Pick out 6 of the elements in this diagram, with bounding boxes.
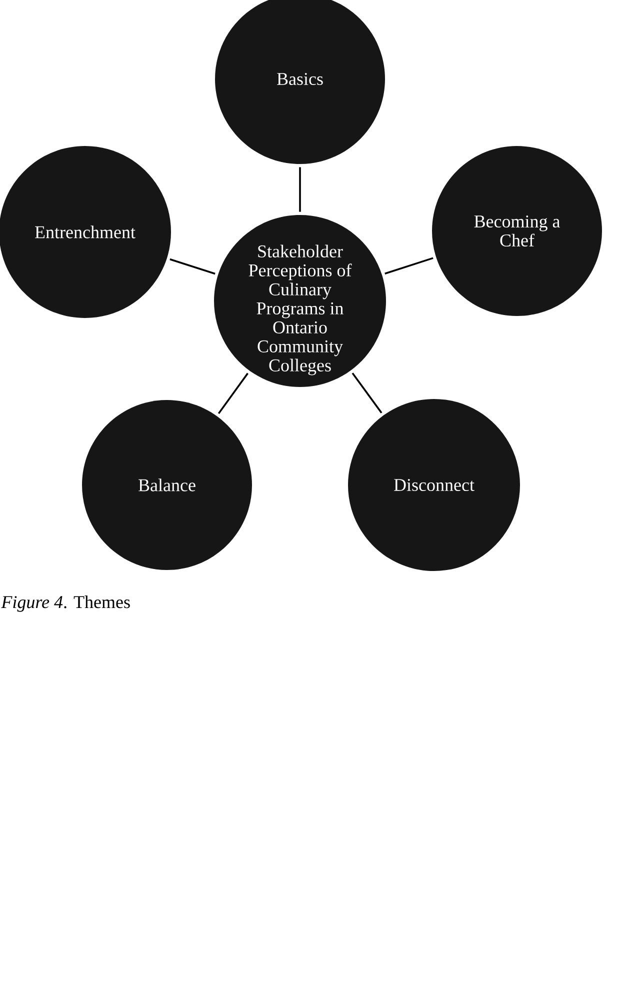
connector-line [352, 372, 382, 414]
connector-line [384, 257, 434, 274]
connector-line [170, 258, 216, 275]
caption: Figure 4. Themes [1, 596, 130, 612]
connector-line [218, 372, 248, 414]
connector-line [299, 167, 301, 212]
